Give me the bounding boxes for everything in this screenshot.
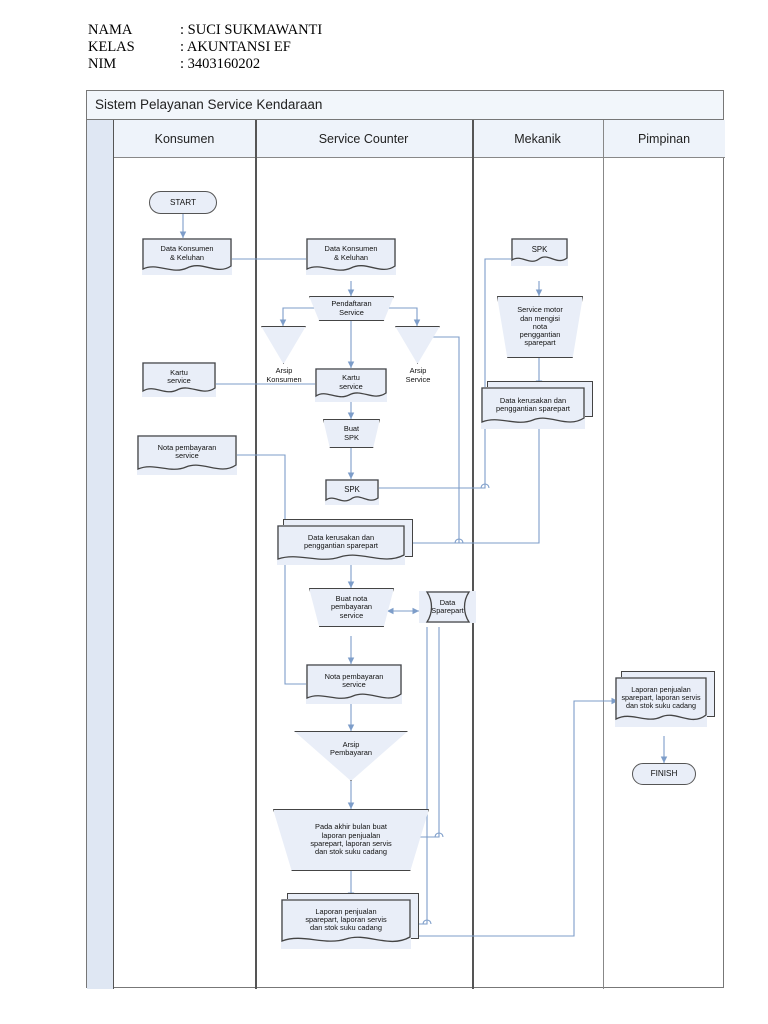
- document-shape: [142, 362, 216, 393]
- node-arsip-service-label: Arsip Service: [405, 366, 431, 384]
- document-shape: [137, 435, 237, 470]
- lane-divider-3: [603, 120, 604, 989]
- flowchart-title: Sistem Pelayanan Service Kendaraan: [87, 91, 723, 120]
- node-spk-mekanik[interactable]: SPK: [511, 238, 568, 266]
- header-value-nama: : SUCI SUKMAWANTI: [180, 22, 323, 38]
- node-laporan-counter[interactable]: Laporan penjualan sparepart, laporan ser…: [281, 899, 411, 949]
- student-header: NAMA : SUCI SUKMAWANTI KELAS : AKUNTANSI…: [88, 22, 508, 73]
- document-shape: [306, 238, 396, 271]
- lane-header-konsumen: Konsumen: [114, 120, 255, 158]
- lane-header-mekanik: Mekanik: [472, 120, 603, 158]
- node-kartu-service-counter[interactable]: Kartu service: [315, 368, 387, 402]
- node-finish[interactable]: FINISH: [632, 763, 696, 785]
- node-nota-pembayaran-service-counter[interactable]: Nota pembayaran service: [306, 664, 402, 704]
- node-pendaftaran-service[interactable]: Pendaftaran Service: [309, 296, 394, 321]
- document-shape: [306, 664, 402, 700]
- node-nota-pembayaran-service-konsumen[interactable]: Nota pembayaran service: [137, 435, 237, 475]
- header-value-nim: : 3403160202: [180, 56, 261, 72]
- flowchart-frame: Sistem Pelayanan Service Kendaraan Konsu…: [86, 90, 725, 989]
- node-spk-counter[interactable]: SPK: [325, 479, 379, 505]
- node-kartu-service-konsumen[interactable]: Kartu service: [142, 362, 216, 397]
- node-buat-nota-pembayaran-service[interactable]: Buat nota pembayaran service: [309, 588, 394, 627]
- header-row-nama: NAMA : SUCI SUKMAWANTI: [88, 22, 508, 39]
- node-laporan-pimpinan[interactable]: Laporan penjualan sparepart, laporan ser…: [615, 677, 707, 727]
- node-service-motor-mengisi-nota[interactable]: Service motor dan mengisi nota pengganti…: [497, 296, 583, 358]
- node-arsip-konsumen-label: Arsip Konsumen: [266, 366, 302, 384]
- stored-data-shape: [425, 591, 471, 623]
- header-row-kelas: KELAS : AKUNTANSI EF: [88, 39, 508, 56]
- document-shape: [142, 238, 232, 271]
- header-row-nim: NIM : 3403160202: [88, 56, 508, 73]
- node-data-kerusakan-mekanik[interactable]: Data kerusakan dan penggantian sparepart: [481, 387, 585, 429]
- document-shape: [615, 677, 707, 721]
- header-label-nama: NAMA: [88, 22, 133, 38]
- document-shape: [481, 387, 585, 423]
- lane-divider-2: [472, 120, 474, 989]
- document-shape: [325, 479, 379, 502]
- node-pada-akhir-bulan-buat-laporan[interactable]: Pada akhir bulan buat laporan penjualan …: [273, 809, 429, 871]
- document-shape: [277, 525, 405, 560]
- document-shape: [315, 368, 387, 398]
- node-start[interactable]: START: [149, 191, 217, 214]
- header-label-kelas: KELAS: [88, 39, 135, 55]
- node-data-konsumen-keluhan-counter[interactable]: Data Konsumen & Keluhan: [306, 238, 396, 275]
- node-buat-spk[interactable]: Buat SPK: [323, 419, 380, 448]
- lane-spacer: [87, 120, 114, 989]
- connector-layer: [179, 214, 668, 937]
- lane-divider-1: [255, 120, 257, 989]
- node-data-sparepart[interactable]: Data Sparepart: [419, 591, 476, 623]
- header-value-kelas: : AKUNTANSI EF: [180, 39, 291, 55]
- document-shape: [281, 899, 411, 942]
- lane-header-service-counter: Service Counter: [255, 120, 472, 158]
- lane-header-pimpinan: Pimpinan: [603, 120, 725, 158]
- header-label-nim: NIM: [88, 56, 117, 72]
- node-data-konsumen-keluhan-konsumen[interactable]: Data Konsumen & Keluhan: [142, 238, 232, 275]
- node-data-kerusakan-counter[interactable]: Data kerusakan dan penggantian sparepart: [277, 525, 405, 565]
